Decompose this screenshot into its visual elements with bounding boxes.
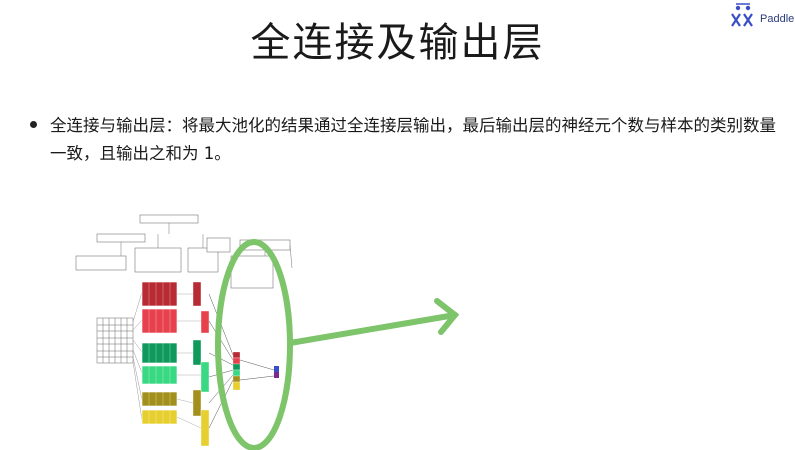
concat-vector <box>232 351 241 391</box>
diagram-label-lines <box>120 223 293 269</box>
feature-maps <box>192 281 210 447</box>
input-matrix <box>96 317 134 364</box>
filter-grid-lines <box>148 282 171 424</box>
output-connectors <box>239 359 275 381</box>
bullet-marker <box>30 121 37 128</box>
diagram-label-boxes <box>75 214 291 289</box>
cnn-diagram <box>75 214 460 450</box>
highlight-arrow <box>287 298 460 346</box>
filter-connectors <box>176 293 202 429</box>
paddle-logo-icon <box>731 3 753 27</box>
output-node-b <box>274 372 279 378</box>
output-node-a <box>274 366 279 372</box>
paddle-logo-text: Paddle <box>760 13 795 25</box>
filter-blocks <box>141 281 178 425</box>
bullet-text: 全连接与输出层：将最大池化的结果通过全连接层输出，最后输出层的神经元个数与样本的… <box>50 116 776 163</box>
slide-title: 全连接及输出层 <box>250 20 545 66</box>
input-connectors <box>132 291 143 421</box>
